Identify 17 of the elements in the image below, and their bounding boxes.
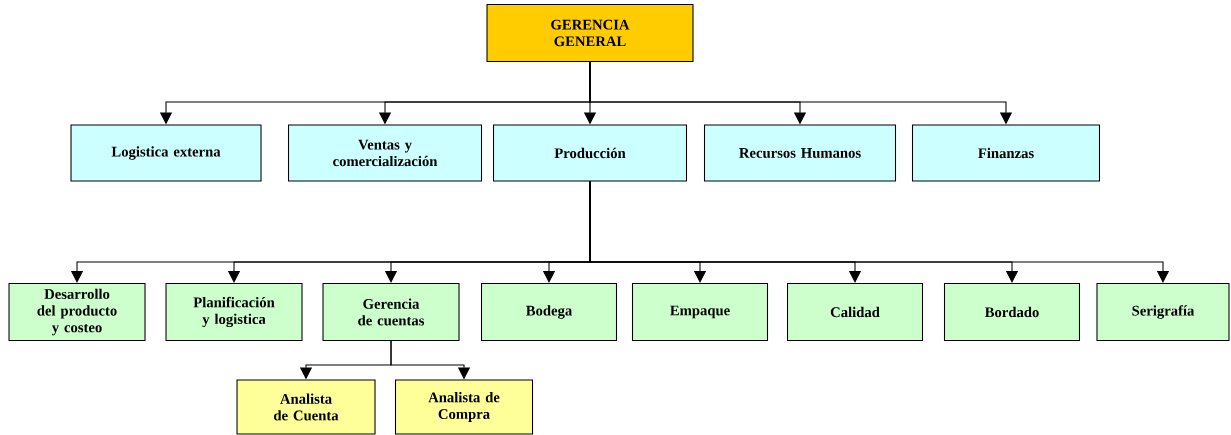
org-box: Ventas y comercialización — [288, 124, 483, 182]
org-box: Analista de Compra — [394, 379, 534, 435]
org-box: Logistica externa — [70, 124, 262, 182]
org-box: Desarrollo del producto y costeo — [8, 282, 146, 342]
org-box: Producción — [492, 124, 688, 182]
org-box: Serigrafía — [1096, 282, 1230, 342]
org-box: Bodega — [480, 282, 618, 342]
org-box: Finanzas — [911, 124, 1101, 182]
org-box: Calidad — [786, 282, 924, 342]
arrow — [589, 181, 1170, 283]
org-box: Empaque — [631, 282, 769, 342]
org-box: Bordado — [943, 282, 1081, 342]
org-box: Planificación y logistica — [165, 282, 303, 342]
org-box: Recursos Humanos — [703, 124, 897, 182]
org-box: Gerencia de cuentas — [322, 282, 460, 342]
org-box: Analista de Cuenta — [236, 379, 376, 435]
org-box: GERENCIA GENERAL — [486, 3, 694, 63]
